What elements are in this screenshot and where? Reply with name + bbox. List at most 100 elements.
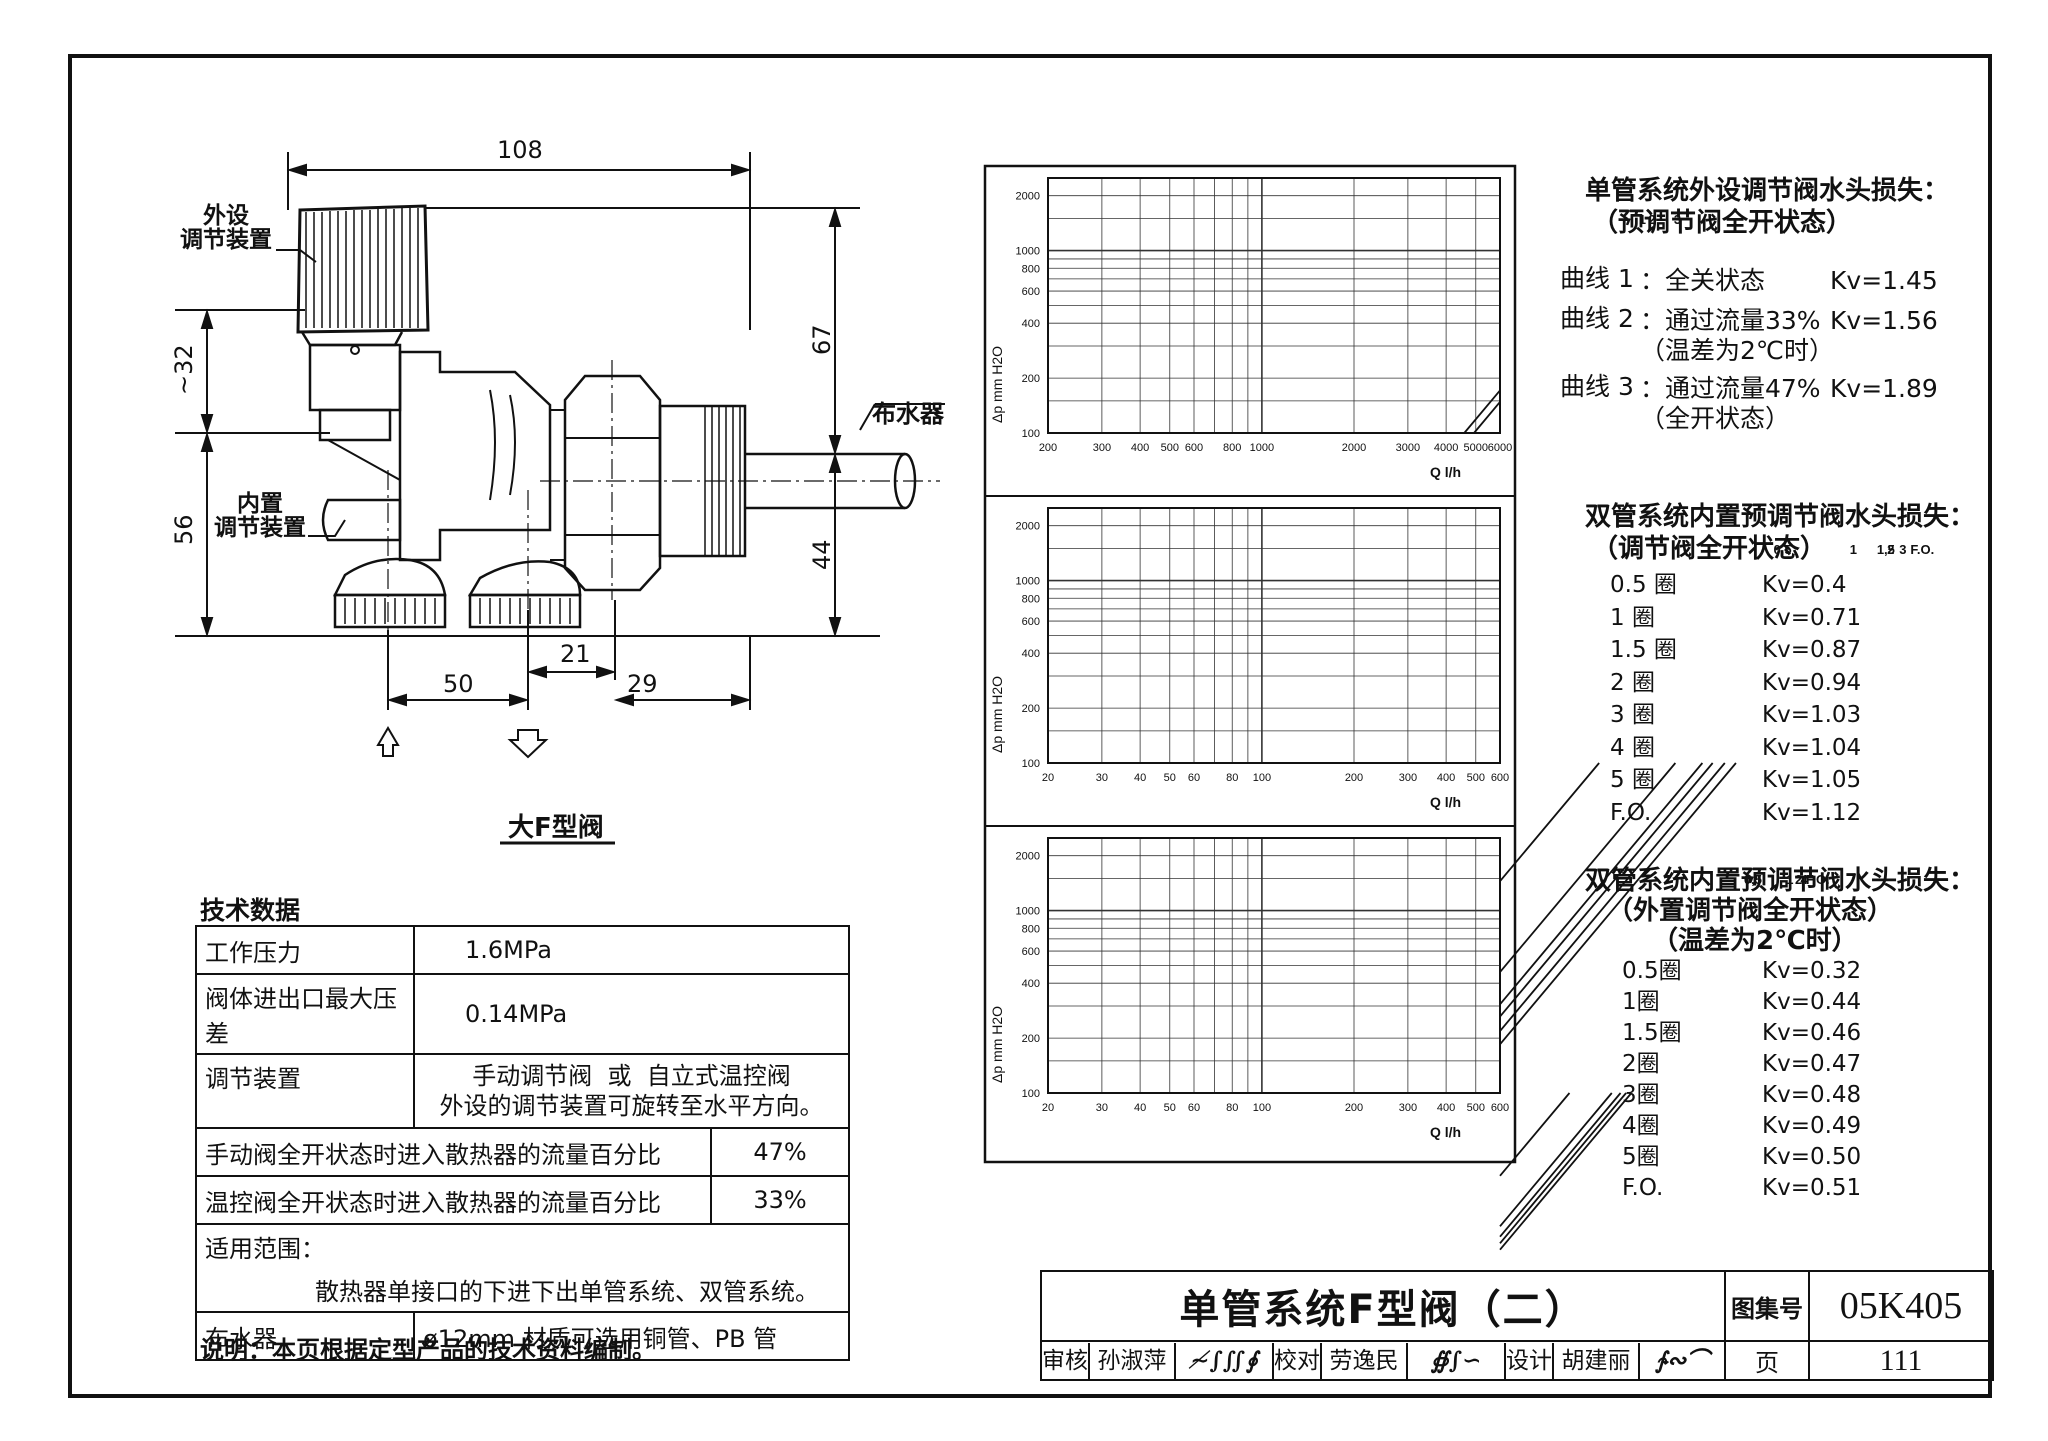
x-tick-label: 80 (1226, 772, 1238, 784)
x-tick-label: 200 (1039, 442, 1057, 454)
y-tick-label: 1000 (1016, 246, 1040, 258)
curve-line (1499, 1092, 1633, 1251)
curve-label: 2 (1887, 542, 1894, 557)
x-tick-label: 300 (1399, 772, 1417, 784)
curve-line (1463, 389, 1501, 434)
role-name: 胡建丽 (1554, 1342, 1640, 1379)
curve-label: 2 (1648, 212, 1655, 227)
legend1-subtitle: （预调节阀全开状态） (1592, 208, 1853, 238)
charts-frame (983, 164, 1517, 1164)
y-axis-label: Δp mm H2O (989, 676, 1005, 753)
curve-line (1473, 401, 1501, 434)
legend-turns: 2圈 (1622, 1051, 1660, 1077)
x-tick-label: 100 (1253, 772, 1271, 784)
plot-area (1047, 177, 1501, 434)
y-tick-label: 200 (1022, 703, 1040, 715)
signature-row: 审核 孙淑萍 ≁∫∬∮ 校对 劳逸民 ∯∫∽ 设计 胡建丽 ∱∾⌒ (1040, 1340, 1726, 1381)
table-row: 布水器 ø12mm 材质可选用铜管、PB 管 (195, 1311, 850, 1361)
cell-label: 布水器 (195, 1311, 415, 1361)
x-tick-label: 300 (1093, 442, 1111, 454)
drawing-title: 单管系统F型阀（二） (1040, 1270, 1726, 1342)
x-tick-label: 600 (1491, 772, 1509, 784)
y-tick-label: 800 (1022, 593, 1040, 605)
signature: ∯∫∽ (1408, 1342, 1506, 1379)
x-tick-label: 200 (1345, 772, 1363, 784)
page-number: 111 (1808, 1340, 1994, 1381)
x-tick-label: 400 (1437, 1102, 1455, 1114)
x-tick-label: 4000 (1434, 442, 1458, 454)
legend-kv: Kv=0.87 (1762, 637, 1862, 663)
cell-label: 阀体进出口最大压差 (195, 973, 415, 1055)
atlas-number: 05K405 (1808, 1270, 1994, 1342)
dim-108: 108 (497, 136, 543, 164)
y-tick-label: 600 (1022, 946, 1040, 958)
cell-value: 33% (710, 1175, 850, 1225)
curve-line (1499, 1092, 1613, 1227)
x-tick-label: 40 (1134, 1102, 1146, 1114)
signature: ≁∫∬∮ (1176, 1342, 1274, 1379)
legend-kv: Kv=0.50 (1762, 1144, 1862, 1170)
y-tick-label: 2000 (1016, 851, 1040, 863)
curve-label: 1 (1786, 872, 1793, 887)
table-row: 工作压力 1.6MPa (195, 925, 850, 975)
legend-turns: 4圈 (1622, 1113, 1660, 1139)
x-tick-label: 500 (1467, 772, 1485, 784)
legend-turns: 0.5圈 (1622, 958, 1682, 984)
curve-line (1499, 762, 1737, 1045)
cell-scope: 适用范围： 散热器单接口的下进下出单管系统、双管系统。 (195, 1223, 850, 1313)
drawing-caption: 大F型阀 (508, 813, 604, 843)
dim-56: 56 (170, 514, 198, 545)
curve-label: 0,5 (1744, 872, 1762, 887)
legend-turns: 1.5 圈 (1610, 637, 1677, 663)
legend-turns: F.O. (1622, 1175, 1664, 1201)
curve-kv: Kv=1.45 (1830, 266, 1938, 295)
legend-turns: 0.5 圈 (1610, 572, 1677, 598)
legend3-subtitle2: （温差为2℃时） (1652, 926, 1858, 956)
legend-turns: 3圈 (1622, 1082, 1660, 1108)
curve-line (1499, 762, 1600, 882)
y-tick-label: 600 (1022, 286, 1040, 298)
y-tick-label: 100 (1022, 428, 1040, 440)
legend-kv: Kv=1.04 (1762, 734, 1862, 761)
role-label: 设计 (1506, 1342, 1554, 1379)
curve-name: 曲线 2 (1560, 304, 1634, 333)
y-tick-label: 600 (1022, 616, 1040, 628)
x-tick-label: 60 (1188, 772, 1200, 784)
signature: ∱∾⌒ (1654, 1346, 1710, 1374)
table-row: 温控阀全开状态时进入散热器的流量百分比 33% (195, 1175, 850, 1225)
role-label: 校对 (1274, 1342, 1322, 1379)
x-tick-label: 2000 (1342, 442, 1366, 454)
curve-label: 2 (1795, 872, 1802, 887)
legend-kv: Kv=0.4 (1762, 572, 1847, 598)
x-axis-label: Q l/h (1430, 794, 1461, 810)
x-tick-label: 50 (1164, 772, 1176, 784)
y-tick-label: 400 (1022, 648, 1040, 660)
cell-value: ø12mm 材质可选用铜管、PB 管 (413, 1311, 850, 1361)
y-tick-label: 200 (1022, 373, 1040, 385)
x-tick-label: 500 (1161, 442, 1179, 454)
y-tick-label: 200 (1022, 1033, 1040, 1045)
dim-29: 29 (627, 670, 658, 698)
curve-label: 3 (1899, 542, 1906, 557)
role-name: 劳逸民 (1322, 1342, 1408, 1379)
legend-kv: Kv=0.94 (1762, 669, 1862, 696)
curve-label: F.O. (1806, 872, 1830, 887)
legend3-title: 双管系统内置预调节阀水头损失： (1585, 866, 1976, 896)
curve-desc: ：全关状态 (1640, 266, 1766, 295)
legend-kv: Kv=1.12 (1762, 799, 1862, 826)
legend-turns: F.O. (1610, 799, 1652, 826)
x-tick-label: 500 (1467, 1102, 1485, 1114)
atlas-label: 图集号 (1724, 1270, 1810, 1342)
curve-kv: Kv=1.89 (1830, 374, 1938, 403)
scope-label: 适用范围： (205, 1235, 325, 1263)
curve-label: 1 (1850, 542, 1857, 557)
x-axis-label: Q l/h (1430, 1124, 1461, 1140)
curve-line (1499, 1092, 1571, 1177)
legend-kv: Kv=1.05 (1762, 767, 1862, 793)
legend-kv: Kv=1.03 (1762, 702, 1862, 728)
curve-line (1499, 1092, 1622, 1238)
label-distributor: 布水器 (872, 400, 944, 428)
